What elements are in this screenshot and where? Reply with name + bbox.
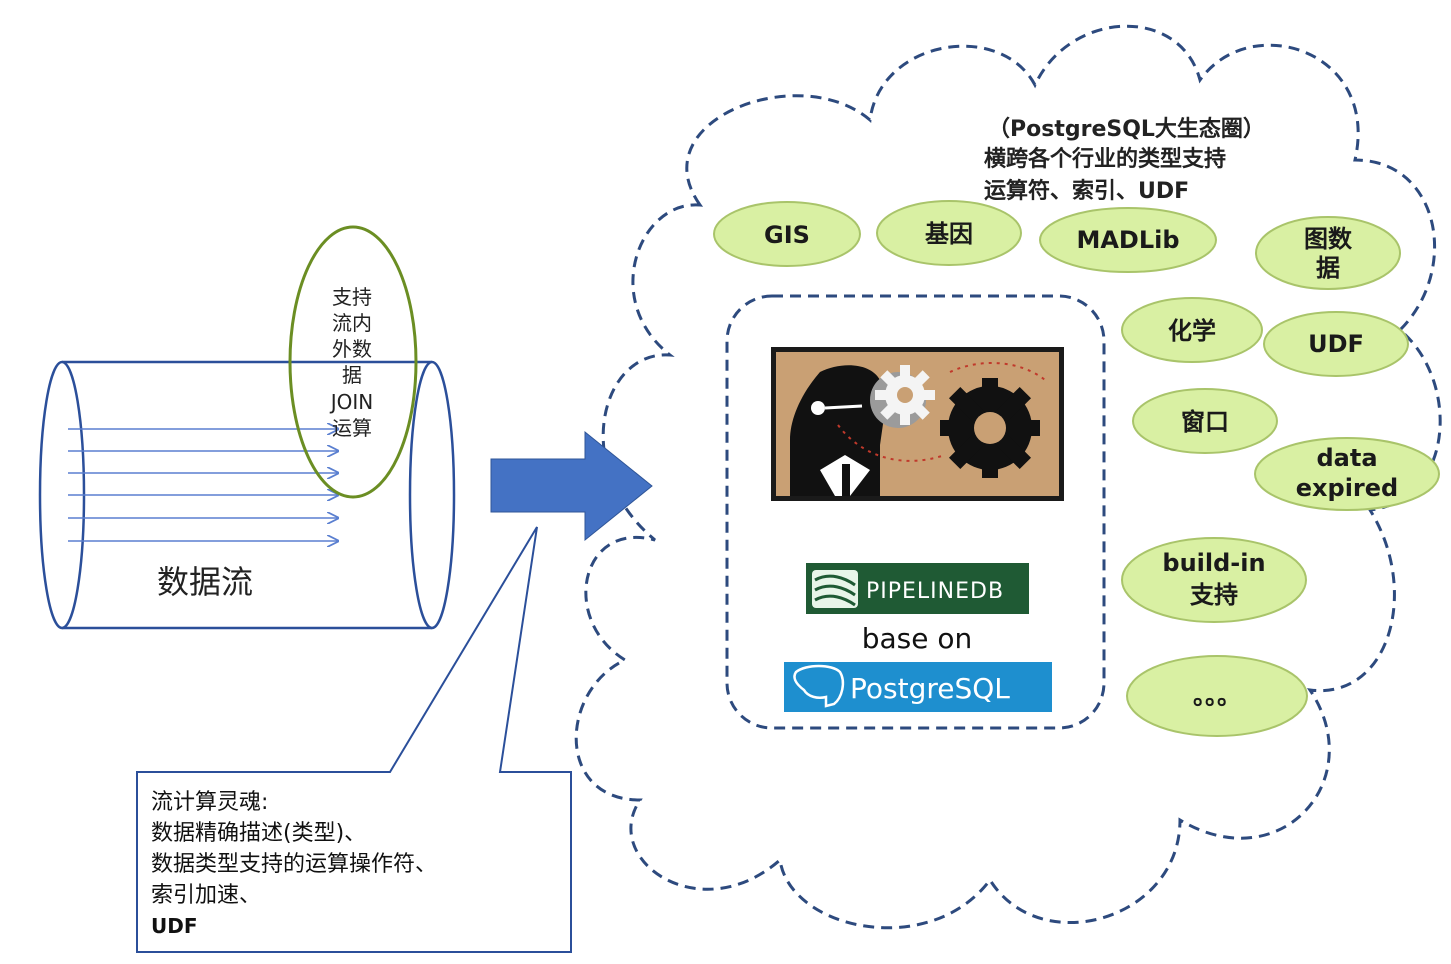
pill-label: 窗口 — [1181, 408, 1229, 436]
callout-line: 数据精确描述(类型)、 — [151, 821, 366, 846]
join-support-text: 支持 流内 外数 据 JOIN 运算 — [329, 285, 374, 440]
pill-graph-data: 图数 据 — [1255, 216, 1401, 290]
pill-label: 图数 — [1304, 225, 1353, 253]
join-text-line: 支持 — [332, 285, 372, 309]
join-text-line: 运算 — [332, 416, 372, 440]
pill-build-in: build-in 支持 — [1121, 537, 1307, 623]
flow-arrow — [490, 430, 653, 542]
callout-line: 流计算灵魂: — [151, 790, 268, 815]
pill-data-expired: data expired — [1254, 437, 1440, 511]
join-text-line: 据 — [342, 363, 362, 387]
pill-label: 化学 — [1168, 317, 1216, 345]
pill-label: 据 — [1316, 254, 1340, 282]
postgresql-logo-text: PostgreSQL — [850, 672, 1010, 705]
callout-text: 流计算灵魂: 数据精确描述(类型)、 数据类型支持的运算操作符、 索引加速、 U… — [151, 790, 437, 938]
pill-label: build-in — [1162, 549, 1265, 577]
join-text-line: 外数 — [332, 337, 372, 361]
pill-label: 基因 — [925, 220, 973, 248]
pill-label: UDF — [1308, 330, 1364, 358]
elephant-icon — [793, 664, 845, 708]
callout-box — [136, 526, 572, 953]
pill-label: data — [1316, 444, 1377, 472]
pill-label: 。。。 — [1193, 682, 1241, 710]
callout-line: UDF — [151, 914, 198, 938]
pipelinedb-logo-text: PIPELINEDB — [866, 579, 1004, 604]
pill-madlib: MADLib — [1039, 207, 1217, 273]
cloud-caption-line: 运算符、索引、UDF — [984, 178, 1189, 204]
join-ellipse — [288, 225, 418, 499]
cloud-caption: （PostgreSQL大生态圈） 横跨各个行业的类型支持 运算符、索引、UDF — [984, 116, 1265, 204]
pill-label: 支持 — [1190, 581, 1238, 609]
cloud-caption-line: （PostgreSQL大生态圈） — [988, 116, 1265, 142]
pipelinedb-logo: PIPELINEDB — [806, 563, 1029, 614]
pill-gene: 基因 — [876, 200, 1022, 266]
data-stream-label: 数据流 — [157, 563, 253, 601]
stream-flow-lines — [68, 429, 338, 541]
join-text-line: JOIN — [329, 390, 374, 414]
pill-label: expired — [1296, 474, 1398, 502]
ecosystem-cloud-outline — [574, 24, 1442, 930]
cloud-caption-line: 横跨各个行业的类型支持 — [984, 146, 1226, 172]
pill-udf: UDF — [1263, 311, 1409, 377]
pill-label: GIS — [764, 221, 810, 249]
base-on-label: base on — [862, 622, 973, 655]
pill-gis: GIS — [713, 201, 861, 267]
postgresql-logo: PostgreSQL — [784, 662, 1052, 712]
pipelinedb-box — [725, 294, 1106, 730]
callout-line: 数据类型支持的运算操作符、 — [151, 852, 437, 877]
callout-line: 索引加速、 — [151, 883, 261, 908]
join-text-line: 流内 — [332, 311, 372, 335]
pill-window: 窗口 — [1132, 388, 1278, 454]
pill-label: MADLib — [1076, 226, 1179, 254]
stream-computing-illustration — [771, 347, 1064, 501]
pill-chemistry: 化学 — [1121, 297, 1263, 363]
pill-more: 。。。 — [1126, 655, 1308, 737]
